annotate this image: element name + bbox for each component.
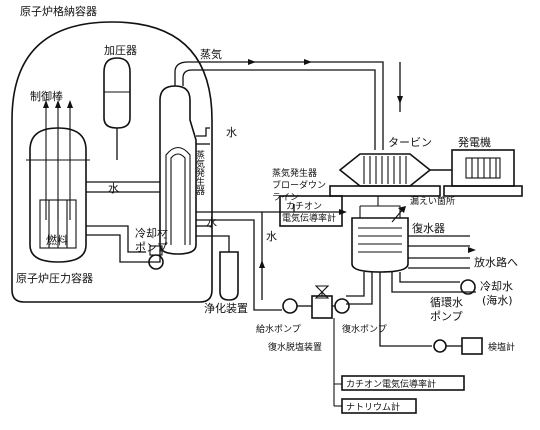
water-top-label: 水 [226, 126, 237, 139]
cation-meter-label-1: カチオン [286, 201, 322, 212]
steam-generator-label: 蒸気発生器 [194, 149, 205, 195]
demineralizer-label: 復水脱塩装置 [268, 341, 322, 353]
sampling-lines [333, 318, 465, 414]
primary-loop [86, 181, 161, 263]
cation-meter-label-2: 電気伝導率計 [282, 212, 336, 224]
feed-pump-label: 給水ポンプ [256, 323, 301, 335]
purification-unit [196, 225, 239, 301]
salinity-meter-label: 検塩計 [488, 341, 515, 353]
coolant-pump [148, 245, 164, 270]
condensate-pump-label: 復水ポンプ [342, 323, 387, 335]
steam-label: 蒸気 [200, 47, 222, 61]
fuel-assembly [39, 199, 77, 249]
discharge-label: 放水路へ [474, 255, 518, 269]
feedwater-line [196, 127, 210, 145]
circ-pump-label-2: ポンプ [430, 310, 463, 323]
pressurizer [103, 57, 131, 129]
containment-vessel [11, 21, 213, 303]
blowdown-label-3: ライン [272, 192, 299, 203]
cation-meter-bottom-label: カチオン電気伝導率計 [346, 378, 436, 390]
condenser [351, 196, 409, 273]
blowdown-label-1: 蒸気発生器 [272, 167, 317, 179]
fuel-label: 燃料 [46, 233, 68, 247]
steam-line [174, 59, 403, 150]
sodium-meter-label: ナトリウム計 [346, 401, 400, 413]
cooling-water-label: 冷却水 [480, 280, 513, 293]
purification-label: 浄化装置 [204, 301, 248, 315]
condenser-label: 復水器 [412, 222, 445, 235]
reactor-pressure-vessel-label: 原子炉圧力容器 [16, 271, 93, 285]
leak-point-marker [391, 206, 406, 223]
coolant-pump-label-1: 冷却材 [135, 226, 168, 240]
generator-label: 発電機 [458, 135, 491, 149]
pressurizer-label: 加圧器 [104, 44, 137, 57]
circ-pump-label-1: 循環水 [430, 296, 463, 309]
svg-text:蒸気発生器: 蒸気発生器 [194, 149, 205, 195]
blowdown-line [196, 204, 347, 311]
turbine [329, 153, 441, 197]
water-mid-label: 水 [206, 216, 217, 229]
demineralizer [297, 285, 333, 319]
leak-point-label: 漏えい箇所 [410, 195, 455, 207]
control-rods-label: 制御棒 [30, 89, 63, 103]
containment-vessel-label: 原子炉格納容器 [20, 4, 97, 18]
coolant-pump-label-2: ポンプ [135, 241, 168, 254]
circulating-water [391, 235, 476, 295]
feed-pump [282, 298, 298, 314]
condensate-line [346, 272, 483, 355]
turbine-label: タービン [388, 136, 432, 149]
generator [443, 149, 523, 197]
water-low-label: 水 [266, 230, 277, 243]
condensate-pump [332, 298, 350, 314]
sg-u-tubes [165, 146, 191, 245]
seawater-label: (海水) [482, 293, 513, 307]
water-left-label: 水 [108, 182, 119, 195]
steam-generator [159, 85, 197, 255]
cation-meter-box [279, 195, 343, 227]
blowdown-label-2: ブローダウン [272, 179, 326, 191]
